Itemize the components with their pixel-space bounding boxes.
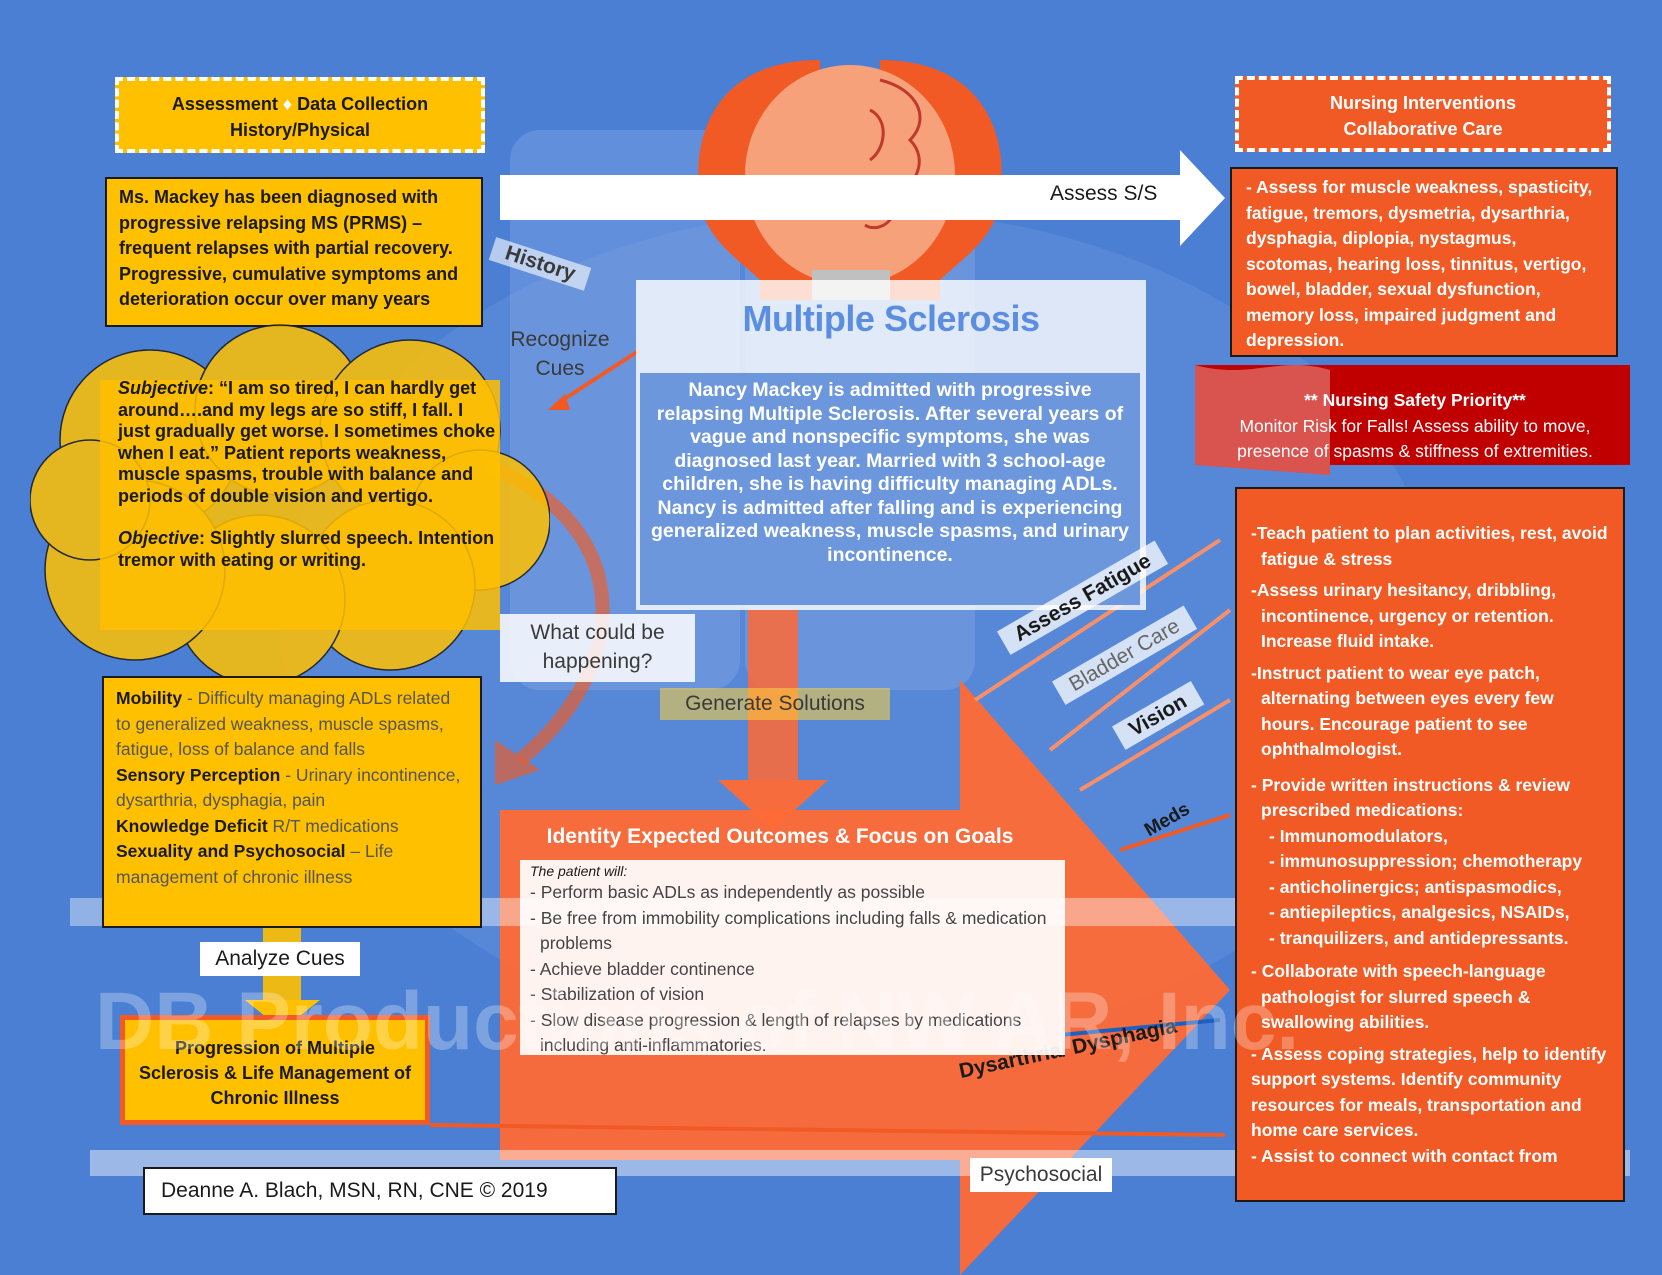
interventions-line2: Collaborative Care (1343, 119, 1503, 139)
intervention-item: -Assess urinary hesitancy, dribbling, in… (1251, 580, 1557, 651)
progression-box: Progression of Multiple Sclerosis & Life… (120, 1015, 430, 1125)
case-summary-box: Nancy Mackey is admitted with progressiv… (640, 373, 1140, 605)
safety-priority-box: ** Nursing Safety Priority** Monitor Ris… (1205, 388, 1625, 465)
case-summary-text: Nancy Mackey is admitted with progressiv… (651, 379, 1129, 566)
intervention-item: -Instruct patient to wear eye patch, alt… (1251, 662, 1554, 760)
assess-text: - Assess for muscle weakness, spasticity… (1246, 177, 1593, 350)
history-physical-label: History/Physical (229, 120, 371, 140)
generate-solutions-label: Generate Solutions (660, 688, 890, 720)
medication-item: - immunosuppression; chemotherapy (1269, 851, 1583, 871)
history-text: Ms. Mackey has been diagnosed with progr… (119, 187, 459, 309)
subjective-objective-cloud-shape (30, 324, 550, 680)
objective-text: : Slightly slurred speech. Intention tre… (118, 528, 495, 570)
outcomes-title: Identity Expected Outcomes & Focus on Go… (546, 825, 1014, 848)
outcome-item: - Be free from immobility complications … (530, 907, 1047, 954)
cloud-text: Subjective: “I am so tired, I can hardly… (118, 378, 498, 571)
intervention-item: -Teach patient to plan activities, rest,… (1251, 523, 1608, 569)
assess-box: - Assess for muscle weakness, spasticity… (1230, 167, 1618, 357)
intervention-item: - Provide written instructions & review … (1251, 774, 1570, 821)
interventions-line1: Nursing Interventions (1329, 93, 1517, 113)
outcomes-box: The patient will: - Perform basic ADLs a… (520, 860, 1065, 1055)
problem-sensory: Sensory Perception - Urinary incontinenc… (116, 764, 461, 811)
interventions-header: Nursing Interventions Collaborative Care (1235, 76, 1611, 152)
medication-item: - anticholinergics; antispasmodics, (1269, 876, 1562, 897)
outcome-item: - Achieve bladder continence (530, 958, 755, 979)
assessment-label: Assessment (171, 94, 278, 114)
medication-item: - tranquilizers, and antidepressants. (1269, 927, 1569, 948)
interventions-box: -Teach patient to plan activities, rest,… (1235, 487, 1625, 1202)
page-title: Multiple Sclerosis (742, 298, 1040, 339)
subjective-label: Subjective (118, 378, 209, 398)
assessment-header: Assessment ♦ Data Collection History/Phy… (115, 77, 485, 153)
medication-item: - antiepileptics, analgesics, NSAIDs, (1269, 902, 1570, 922)
objective-label: Objective (118, 528, 200, 548)
subjective-text: : “I am so tired, I can hardly get aroun… (118, 378, 496, 506)
watermark: DB Productions of NW AR, Inc. (95, 976, 1300, 1067)
outcome-item: - Slow disease progression & length of r… (530, 1009, 1022, 1056)
outcome-item: - Stabilization of vision (530, 984, 705, 1004)
assess-ss-label: Assess S/S (1050, 182, 1158, 205)
nursing-problems-box: Mobility - Difficulty managing ADLs rela… (102, 676, 482, 928)
safety-title: ** Nursing Safety Priority** (1304, 390, 1526, 410)
problem-psychosocial: Sexuality and Psychosocial – Life manage… (116, 841, 394, 887)
intervention-item: - Assist to connect with contact from (1251, 1145, 1558, 1166)
history-box: Ms. Mackey has been diagnosed with progr… (105, 177, 483, 327)
recognize-cues-label: Recognize Cues (510, 328, 610, 380)
copyright-box: Deanne A. Blach, MSN, RN, CNE © 2019 (143, 1167, 617, 1215)
progression-text: Progression of Multiple Sclerosis & Life… (138, 1038, 412, 1108)
intervention-item: - Assess coping strategies, help to iden… (1251, 1043, 1607, 1141)
analyze-cues-label: Analyze Cues (200, 942, 360, 976)
data-collection-label: Data Collection (297, 94, 429, 114)
problem-knowledge: Knowledge Deficit R/T medications (116, 815, 399, 836)
outcome-item: - Perform basic ADLs as independently as… (530, 882, 925, 902)
safety-text: Monitor Risk for Falls! Assess ability t… (1237, 415, 1593, 462)
outcomes-intro: The patient will: (530, 863, 628, 879)
psychosocial-label: Psychosocial (970, 1158, 1112, 1192)
problem-mobility: Mobility - Difficulty managing ADLs rela… (116, 688, 451, 759)
what-could-label: What could be happening? (500, 614, 695, 682)
diamond-icon: ♦ (282, 94, 293, 114)
intervention-item: - Collaborate with speech-language patho… (1251, 961, 1546, 1032)
medication-list: - Immunomodulators, - immunosuppression;… (1251, 824, 1609, 952)
medication-item: - Immunomodulators, (1269, 825, 1448, 846)
copyright-text: Deanne A. Blach, MSN, RN, CNE © 2019 (161, 1179, 548, 1202)
